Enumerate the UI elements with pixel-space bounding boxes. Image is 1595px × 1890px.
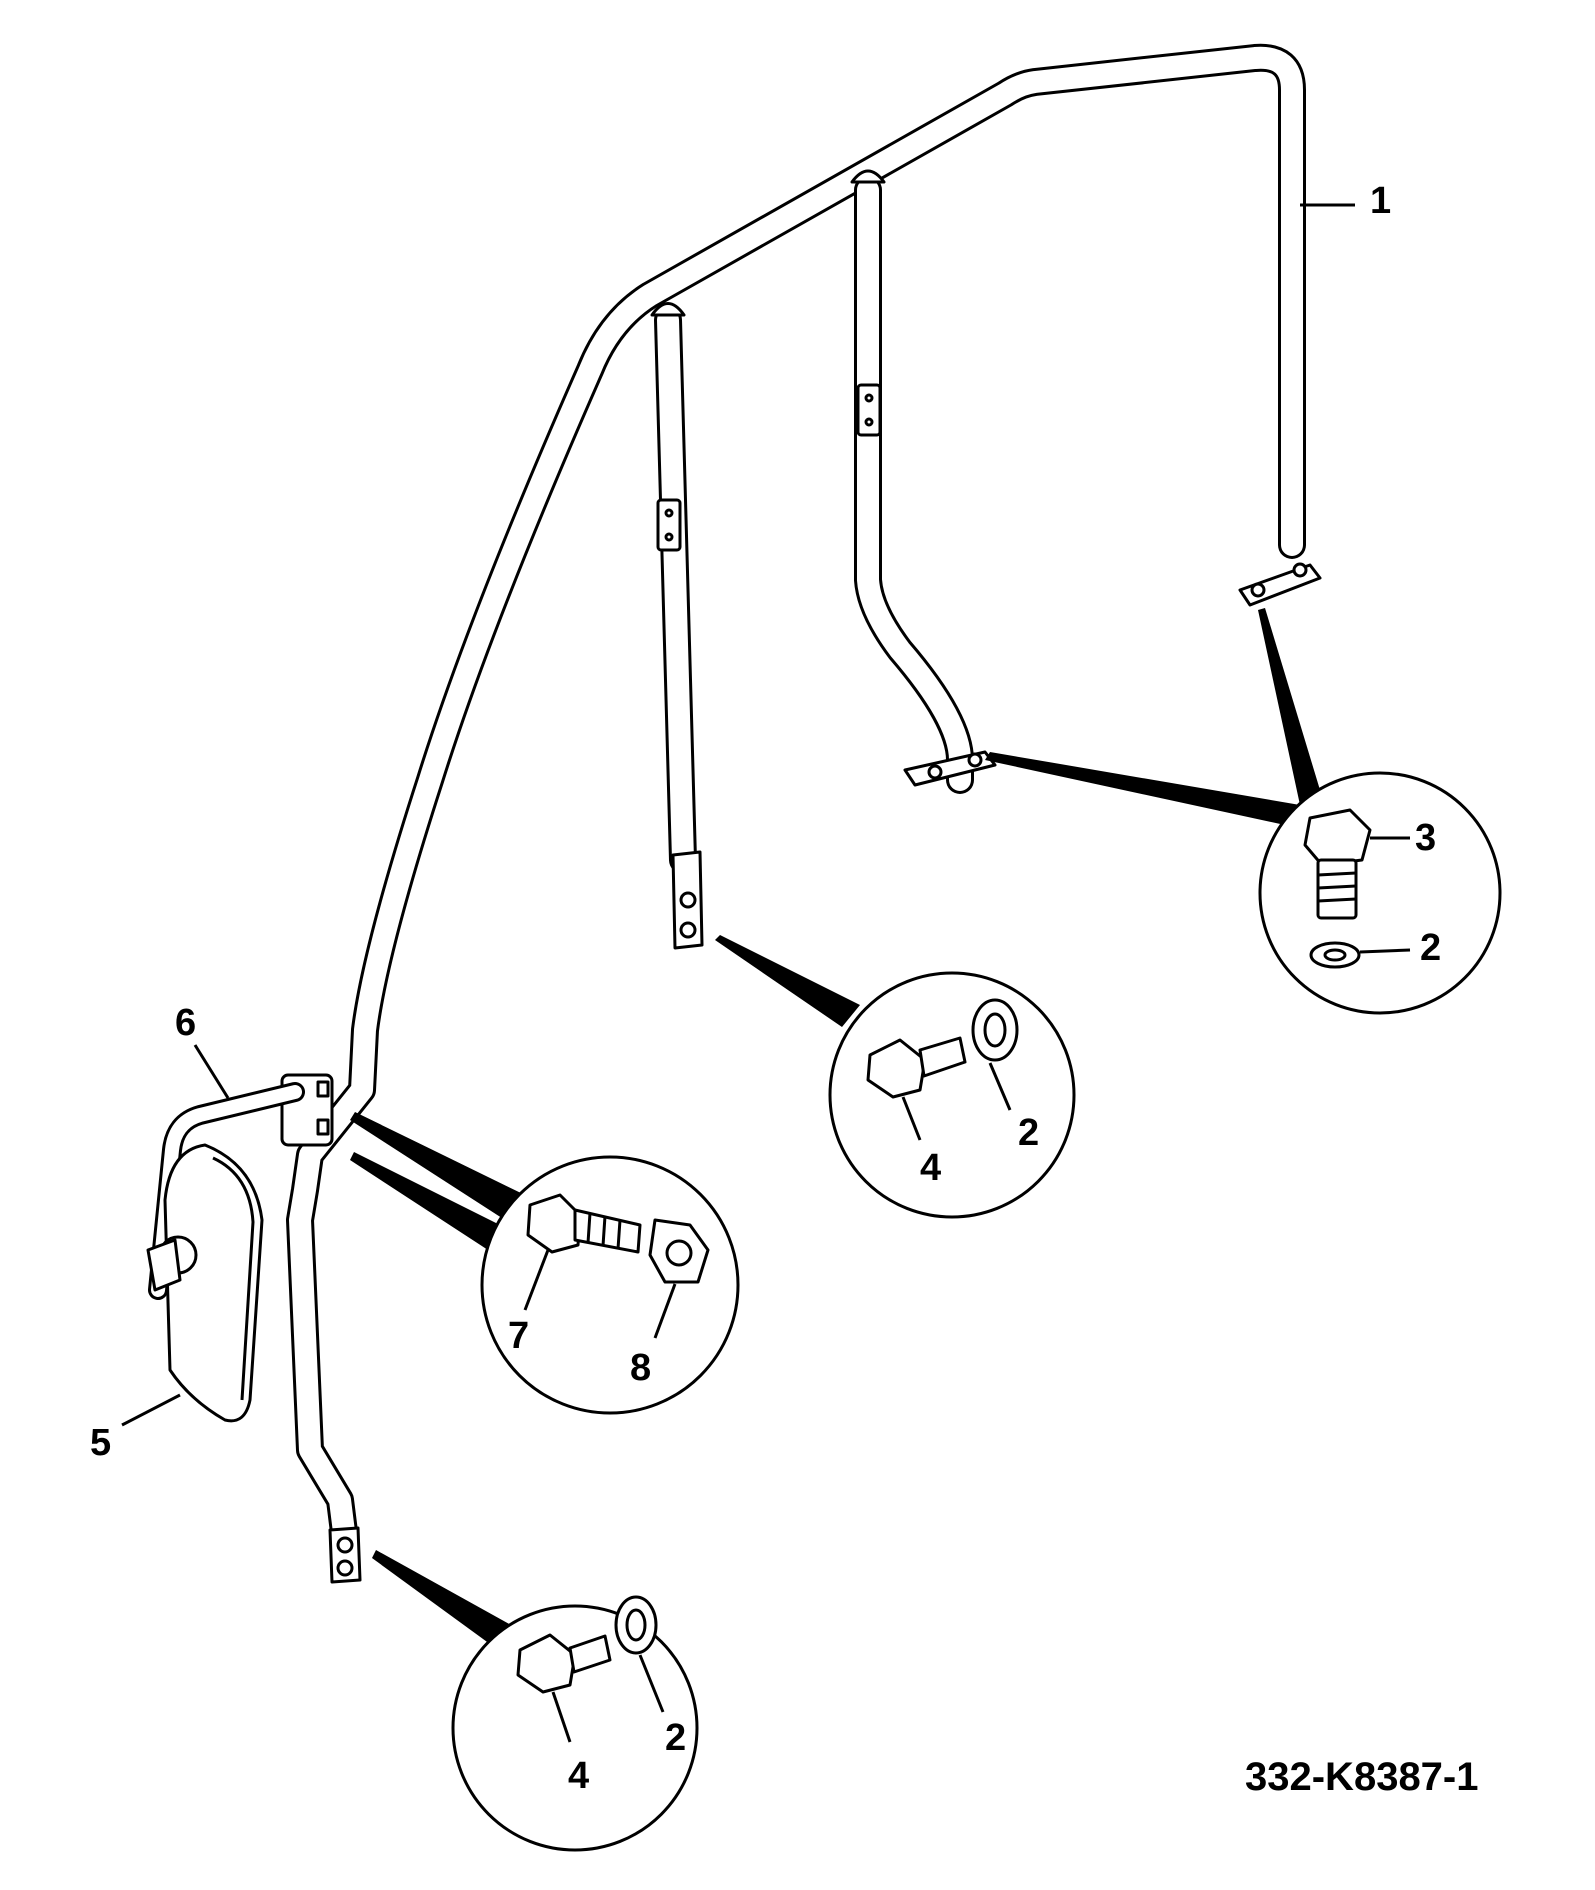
leader-line [193, 1044, 230, 1099]
bracket-plate [656, 498, 682, 552]
callout-5: 5 [90, 1422, 111, 1464]
front-foot-plate [671, 850, 704, 950]
mirror [146, 1143, 264, 1423]
lower-foot-plate [328, 1526, 362, 1584]
leader-line [121, 1393, 181, 1427]
callout-8: 8 [630, 1347, 651, 1389]
detail-clamp-fixings [480, 1155, 740, 1415]
leader-wedge [350, 1112, 525, 1220]
callout-2-lower: 2 [665, 1717, 686, 1759]
callout-3: 3 [1415, 817, 1436, 859]
drawing-number: 332-K8387-1 [1245, 1755, 1479, 1799]
leader-wedge [372, 1550, 520, 1655]
leader-wedge [985, 752, 1300, 825]
detail-front-fixings [828, 971, 1076, 1219]
frame-tube [286, 43, 1306, 1554]
leader-wedge [350, 1152, 500, 1250]
front-leg [650, 302, 697, 874]
middle-leg [850, 169, 974, 794]
callout-4-lower: 4 [568, 1755, 589, 1797]
callout-4-upper: 4 [920, 1147, 941, 1189]
callout-7: 7 [508, 1315, 529, 1357]
callout-2-rear: 2 [1420, 927, 1441, 969]
rear-foot-plate [1238, 562, 1322, 607]
bracket-plate [856, 383, 882, 437]
leader-wedge [1258, 608, 1320, 805]
detail-rear-fixings [1258, 771, 1502, 1015]
middle-foot-plate [903, 750, 997, 787]
detail-lower-fixings [451, 1595, 699, 1852]
leader-wedge [715, 935, 860, 1027]
callout-6: 6 [175, 1002, 196, 1044]
callout-1: 1 [1370, 180, 1391, 222]
callout-2-upper: 2 [1018, 1112, 1039, 1154]
mirror-arm [148, 1082, 305, 1300]
